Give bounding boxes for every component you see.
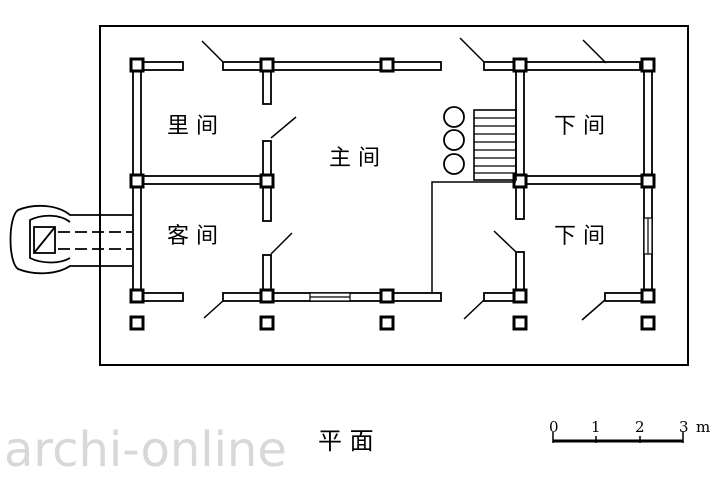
scale-tick-2: 2 xyxy=(635,418,645,436)
room-label-xia-jian-lower: 下 间 xyxy=(554,224,605,249)
staircase xyxy=(473,109,517,181)
room-label-li-jian: 里 间 xyxy=(167,114,218,139)
site-boundary xyxy=(99,25,689,366)
columns xyxy=(129,57,656,331)
scale-tick-3: 3 xyxy=(679,418,689,436)
room-label-zhu-jian: 主 间 xyxy=(329,146,380,171)
drawing-caption: 平 面 xyxy=(318,427,374,455)
watermark-text: archi-online xyxy=(4,422,287,478)
room-label-ke-jian: 客 间 xyxy=(167,224,218,249)
scale-tick-0: 0 xyxy=(549,418,559,436)
scale-bar: 0 1 2 3 m xyxy=(549,418,710,443)
main-room-partition xyxy=(431,181,516,293)
door-swings xyxy=(201,37,607,321)
walls xyxy=(132,61,653,302)
windows xyxy=(309,217,653,302)
scale-unit: m xyxy=(696,418,710,436)
room-label-xia-jian-upper: 下 间 xyxy=(554,114,605,139)
storage-jars xyxy=(443,106,465,175)
scale-tick-1: 1 xyxy=(591,418,601,436)
side-annex xyxy=(9,204,132,275)
